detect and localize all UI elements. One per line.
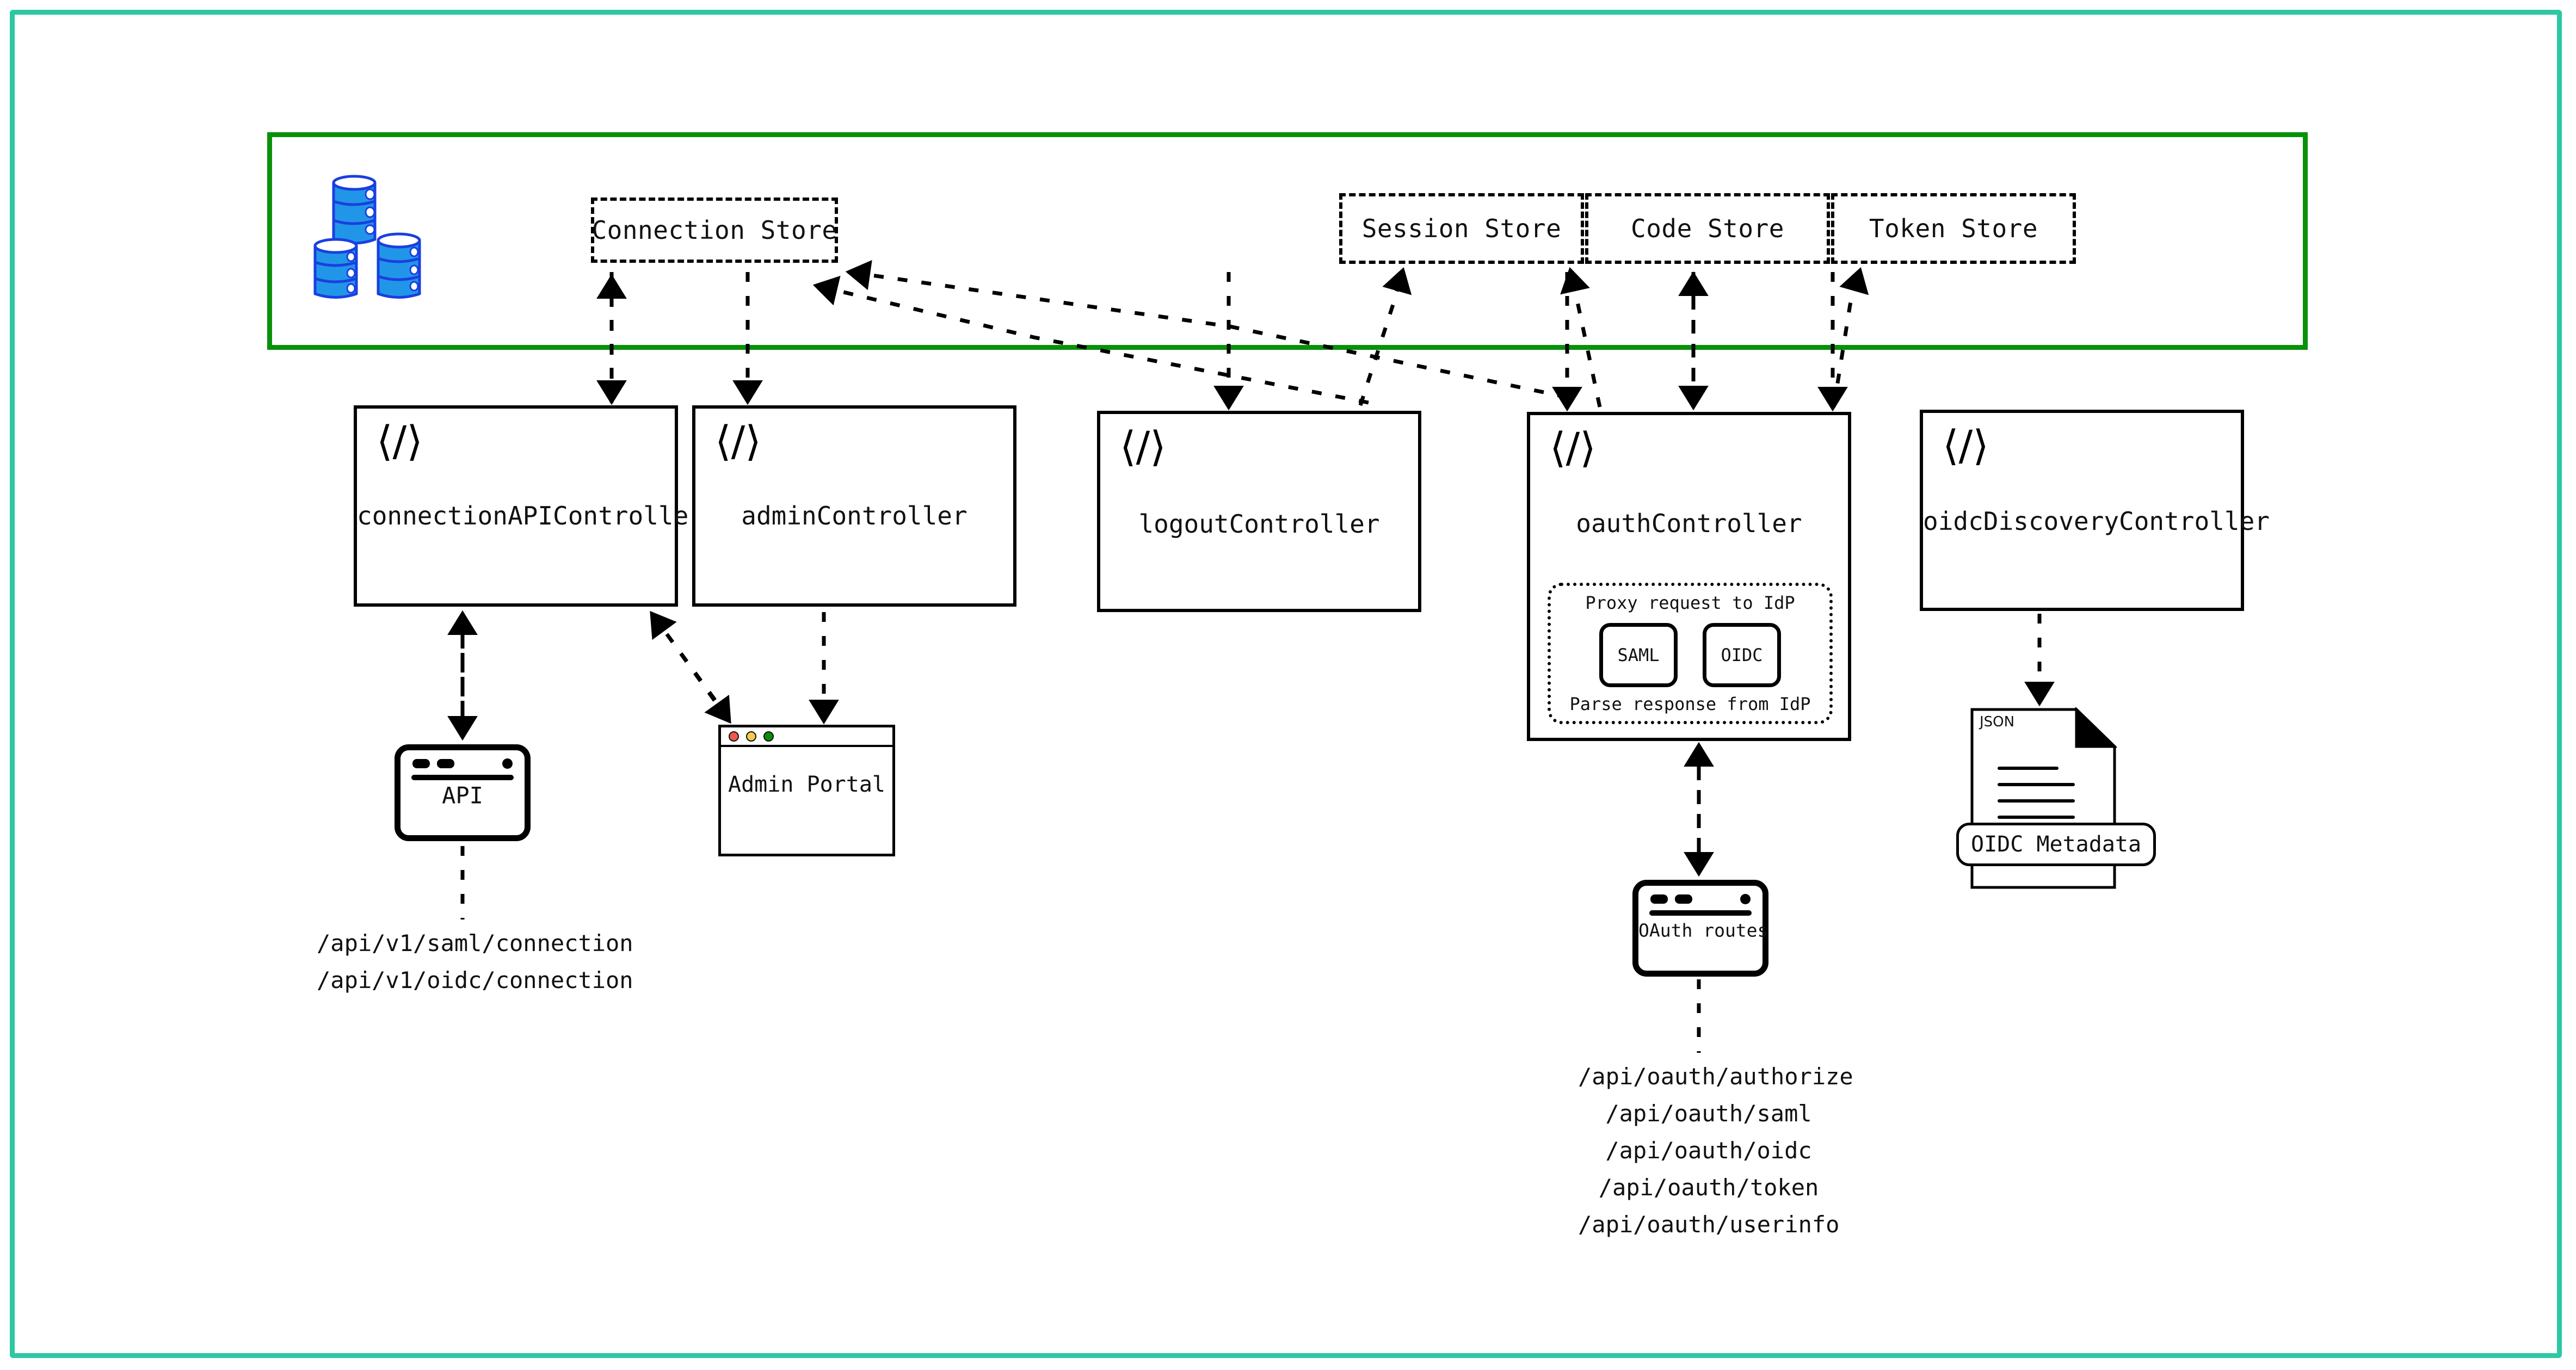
- controller-label: connectionAPIController: [357, 501, 704, 530]
- route-item: /api/v1/saml/connection: [317, 930, 633, 956]
- connection-api-route-list: /api/v1/saml/connection /api/v1/oidc/con…: [317, 925, 633, 999]
- controller-connectionapicontroller[interactable]: ⟨/⟩ connectionAPIController: [354, 405, 704, 607]
- store-connection-store[interactable]: Connection Store: [591, 198, 838, 263]
- store-code-store[interactable]: Code Store: [1585, 193, 1830, 264]
- code-icon: ⟨/⟩: [1943, 421, 1989, 470]
- store-label: Token Store: [1869, 214, 2038, 243]
- store-label: Session Store: [1361, 214, 1562, 243]
- api-window-label: API: [442, 782, 483, 809]
- oauth-routes-window-icon[interactable]: OAuth routes: [1632, 880, 1768, 977]
- controller-oidcdiscoverycontroller[interactable]: ⟨/⟩ oidcDiscoveryController: [1920, 410, 2270, 611]
- proxy-request-label: Proxy request to IdP: [1585, 593, 1795, 613]
- route-item: /api/oauth/oidc: [1605, 1137, 1812, 1164]
- controller-label: oidcDiscoveryController: [1923, 507, 2270, 536]
- admin-portal-label: Admin Portal: [728, 772, 885, 797]
- oidc-pill[interactable]: OIDC: [1703, 623, 1781, 687]
- traffic-light-maximize-icon: [763, 731, 774, 742]
- admin-portal-window-icon[interactable]: Admin Portal: [718, 725, 895, 856]
- store-session-store[interactable]: Session Store: [1339, 193, 1584, 264]
- traffic-light-minimize-icon: [746, 731, 756, 742]
- parse-response-label: Parse response from IdP: [1569, 694, 1811, 714]
- oidc-metadata-pill[interactable]: OIDC Metadata: [1956, 823, 2156, 866]
- window-controls: [1650, 894, 1692, 904]
- controller-label: logoutController: [1138, 509, 1380, 539]
- window-address-bar: [411, 775, 514, 780]
- route-item: /api/oauth/userinfo: [1578, 1211, 1840, 1238]
- controller-label: oauthController: [1576, 509, 1802, 538]
- store-token-store[interactable]: Token Store: [1831, 193, 2076, 264]
- store-label: Connection Store: [591, 215, 837, 245]
- route-item: /api/v1/oidc/connection: [317, 967, 633, 994]
- store-label: Code Store: [1631, 214, 1784, 243]
- controller-label: adminController: [741, 501, 967, 530]
- window-dot: [502, 758, 513, 769]
- idp-proxy-group: Proxy request to IdP SAML OIDC Parse res…: [1548, 583, 1833, 724]
- route-item: /api/oauth/saml: [1605, 1100, 1812, 1127]
- oauth-route-list: /api/oauth/authorize /api/oauth/saml /ap…: [1578, 1058, 1853, 1243]
- idp-protocol-pills: SAML OIDC: [1551, 623, 1829, 687]
- code-icon: ⟨/⟩: [1550, 423, 1596, 472]
- code-icon: ⟨/⟩: [715, 417, 761, 465]
- oauth-routes-label: OAuth routes: [1638, 919, 1768, 941]
- controller-logoutcontroller[interactable]: ⟨/⟩ logoutController: [1097, 411, 1421, 612]
- window-titlebar: [721, 727, 892, 747]
- database-stack-icon: [302, 169, 433, 299]
- window-dot: [1740, 894, 1751, 904]
- window-address-bar: [1649, 910, 1752, 916]
- route-item: /api/oauth/token: [1598, 1174, 1819, 1201]
- outer-frame: [10, 10, 2562, 1358]
- json-filetype-label: JSON: [1980, 714, 2015, 730]
- traffic-light-close-icon: [729, 731, 739, 742]
- controller-admincontroller[interactable]: ⟨/⟩ adminController: [692, 405, 1016, 607]
- code-icon: ⟨/⟩: [377, 417, 423, 465]
- saml-pill[interactable]: SAML: [1599, 623, 1678, 687]
- route-item: /api/oauth/authorize: [1578, 1063, 1853, 1090]
- window-controls: [412, 759, 454, 768]
- api-window-icon[interactable]: API: [395, 744, 531, 841]
- code-icon: ⟨/⟩: [1120, 422, 1166, 471]
